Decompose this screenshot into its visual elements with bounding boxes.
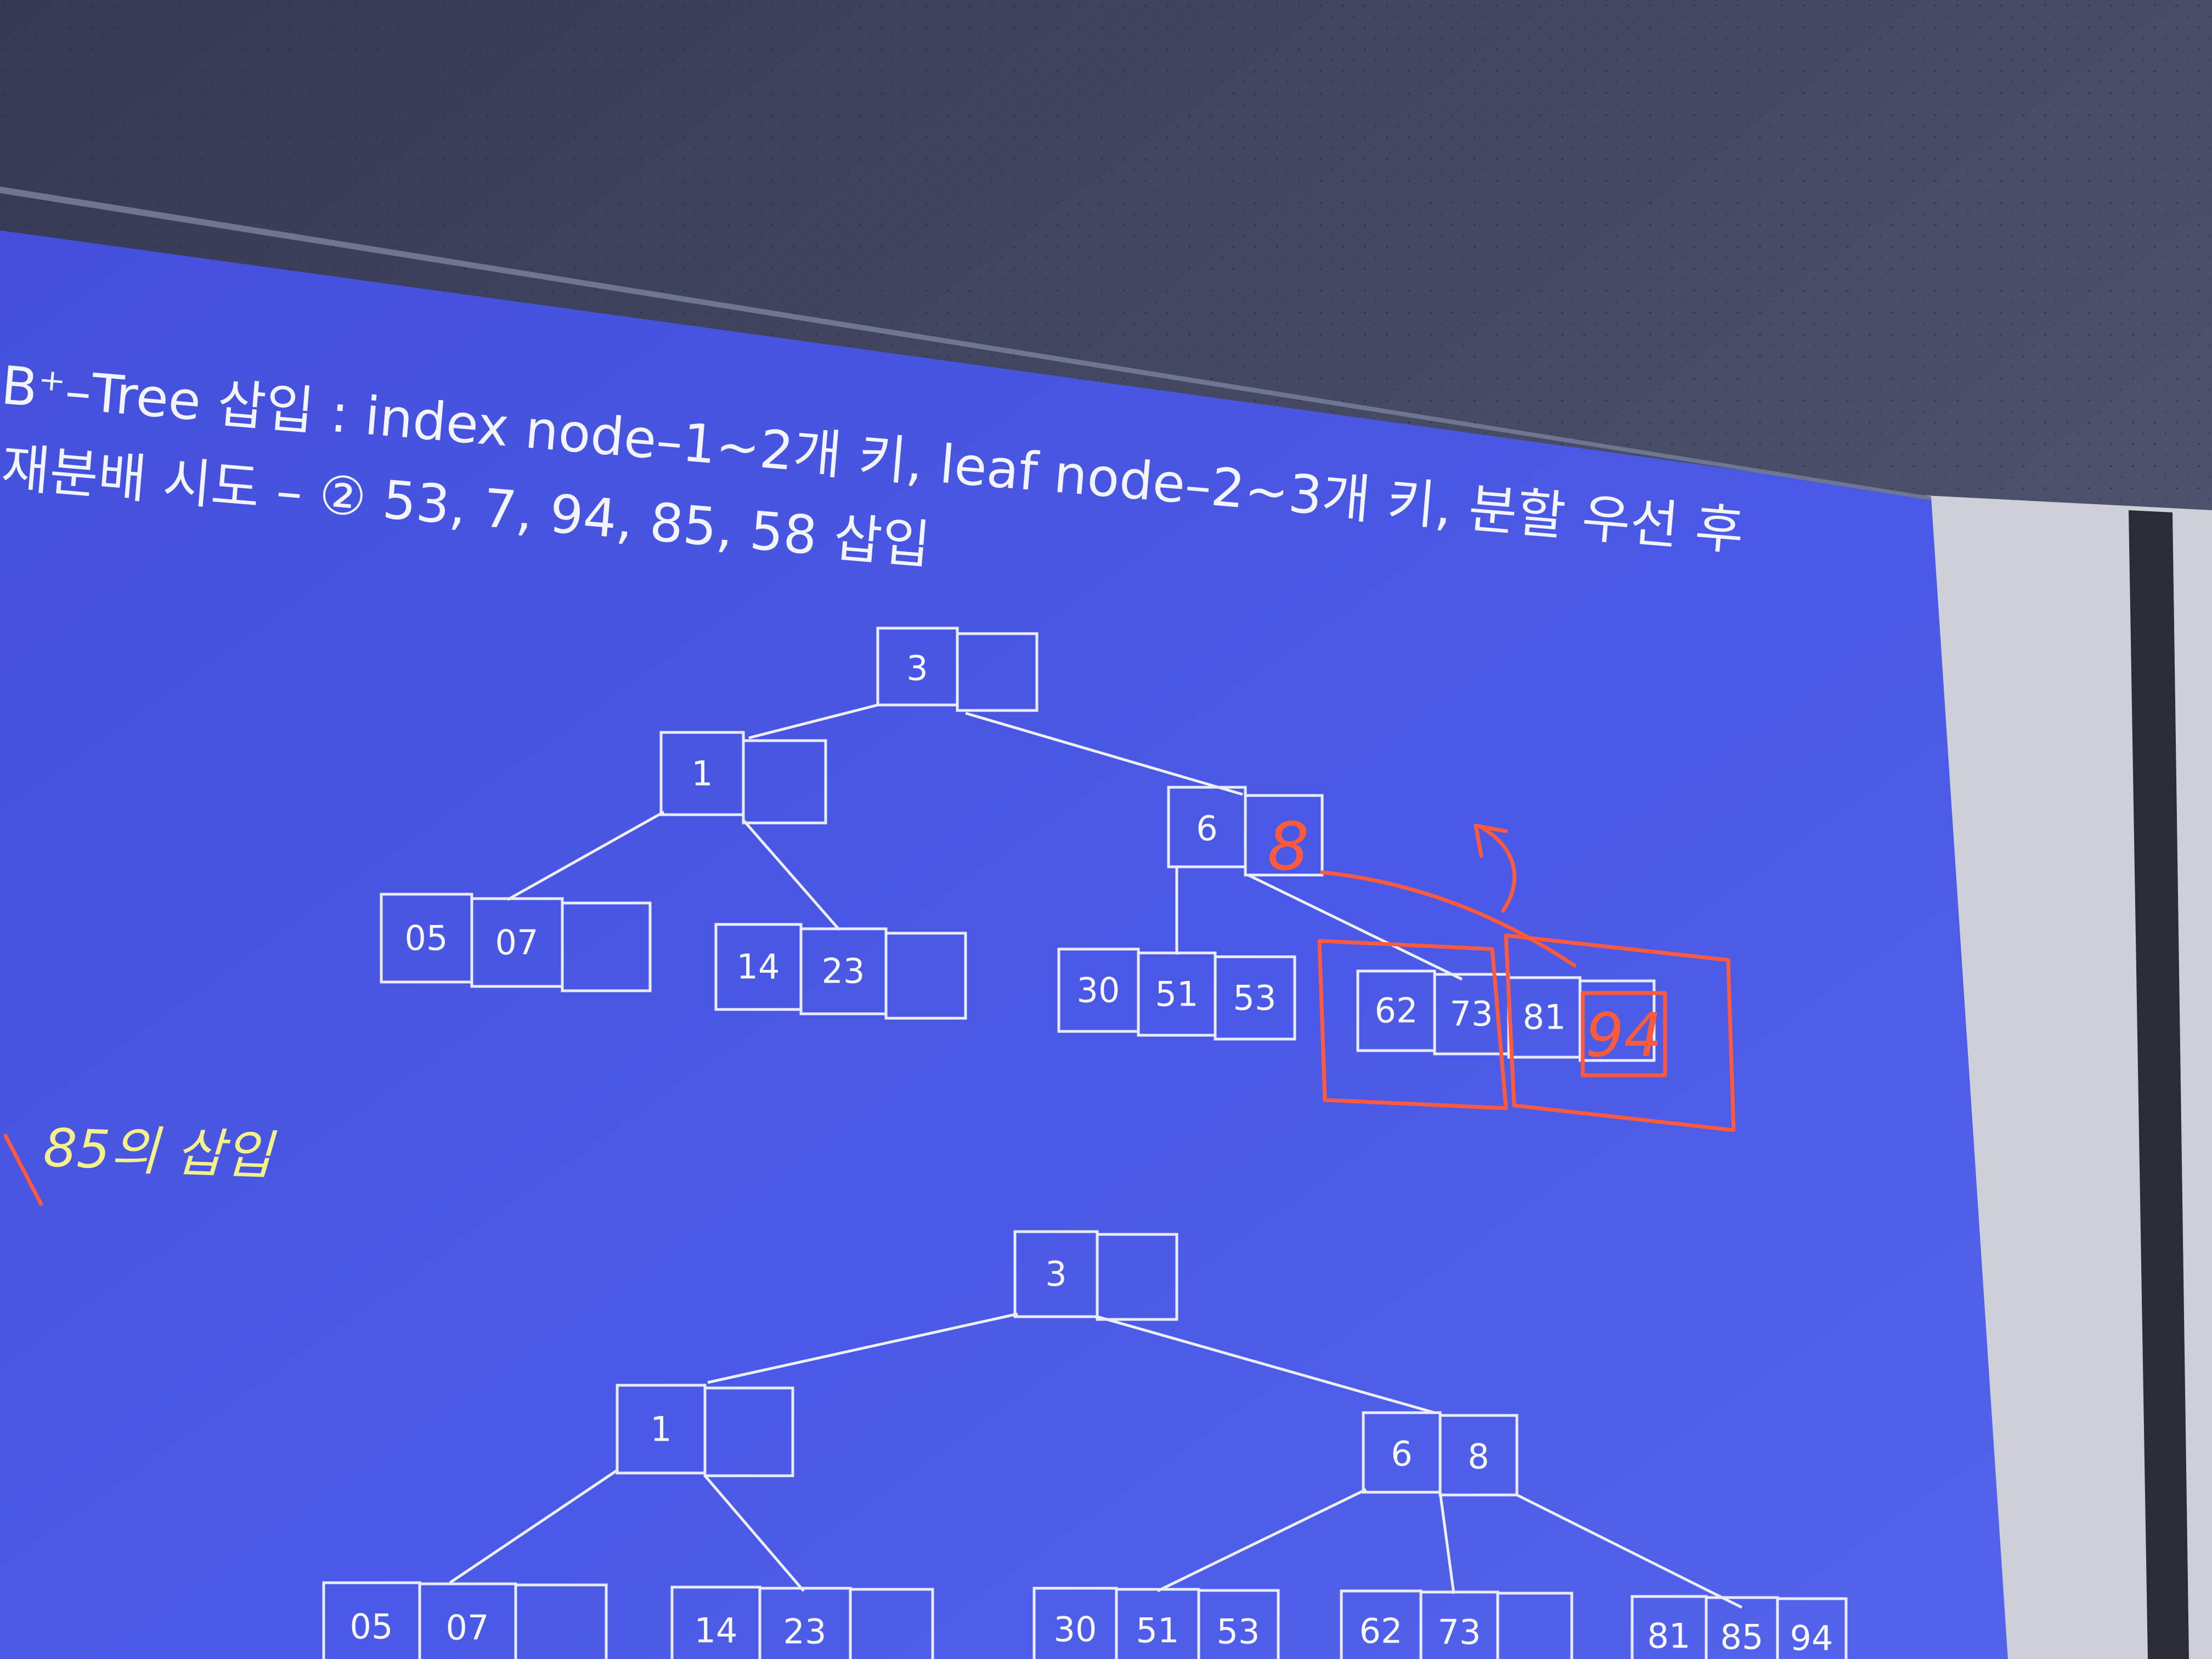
leaf-key: 73 [1450,994,1493,1034]
edge [965,712,1243,796]
left-index-key-1: 1 [650,1409,672,1449]
edge [707,1312,1018,1384]
edge [1247,873,1463,981]
leaf-key: 62 [1359,1611,1403,1651]
leaf-key: 85 [1720,1617,1764,1657]
edge [506,810,665,901]
leaf-node-5: 81 85 94 [1630,1595,1848,1659]
slide-subheading: 85의 삽입 [42,1117,278,1187]
edge [704,1475,805,1592]
edge [748,703,878,740]
leaf-node-3: 30 51 53 [1032,1587,1280,1659]
root-node: 3 [876,627,1039,712]
root-key-1: 3 [906,648,928,689]
left-index-node: 1 [616,1384,794,1477]
leaf-key: 14 [737,947,780,987]
handwritten-key-94: 94 [1585,1000,1662,1070]
leaf-key: 53 [1217,1612,1260,1652]
leaf-key: 23 [783,1612,827,1652]
edge [1516,1493,1743,1609]
ink-line [1320,870,1577,968]
left-index-key-1: 1 [691,754,713,794]
leaf-key: 30 [1054,1610,1097,1650]
ink-box-right [1504,933,1736,1132]
tree-after: 3 1 6 8 05 07 14 23 [322,1230,1848,1659]
leaf-key: 05 [350,1607,393,1647]
leaf-key: 51 [1155,974,1199,1014]
edge [1097,1315,1435,1414]
leaf-key: 81 [1523,997,1566,1037]
leaf-key: 53 [1233,978,1277,1018]
leaf-key: 62 [1375,991,1418,1031]
right-index-node: 6 [1167,786,1324,877]
right-index-key-2: 8 [1468,1437,1489,1477]
handwritten-key-8: 8 [1267,809,1309,885]
leaf-key: 07 [495,923,539,963]
root-key-1: 3 [1045,1254,1066,1294]
leaf-key: 14 [695,1611,738,1651]
leaf-key: 51 [1136,1611,1180,1651]
leaf-key: 07 [446,1608,489,1648]
leaf-key: 05 [405,918,448,958]
right-index-key-1: 6 [1391,1434,1412,1474]
edge [449,1469,618,1584]
projection-screen [0,230,2008,1659]
ink-box-left [1317,939,1508,1110]
leaf-node-2: 14 23 [714,923,967,1020]
leaf-node-1: 05 07 [380,893,652,992]
tree-before: 3 1 6 05 07 14 23 [380,627,1656,1062]
right-index-key-1: 6 [1196,809,1217,849]
leaf-key: 73 [1438,1612,1481,1652]
left-index-node: 1 [659,731,827,825]
right-index-node: 6 8 [1362,1411,1519,1497]
leaf-key: 23 [822,951,865,991]
leaf-node-2: 14 23 [670,1585,934,1659]
leaf-key: 30 [1077,970,1120,1011]
red-tick-mark [3,1133,43,1206]
leaf-node-1: 05 07 [322,1581,608,1659]
ink-arrow [1476,823,1517,913]
leaf-key: 81 [1647,1616,1691,1656]
edge [1438,1492,1455,1594]
handwritten-annotations: 8 94 [1267,809,1736,1132]
leaf-node-4: 62 73 [1340,1589,1573,1659]
leaf-node-3: 30 51 53 [1057,947,1296,1041]
edge [1156,1488,1367,1593]
ink-arrow-head [1474,823,1508,858]
wall-edge [2129,510,2189,1659]
screen-edge [0,187,1931,500]
leaf-key: 94 [1790,1618,1833,1658]
edge [742,819,840,931]
ink-box-94 [1581,991,1667,1077]
root-node: 3 [1013,1230,1178,1321]
